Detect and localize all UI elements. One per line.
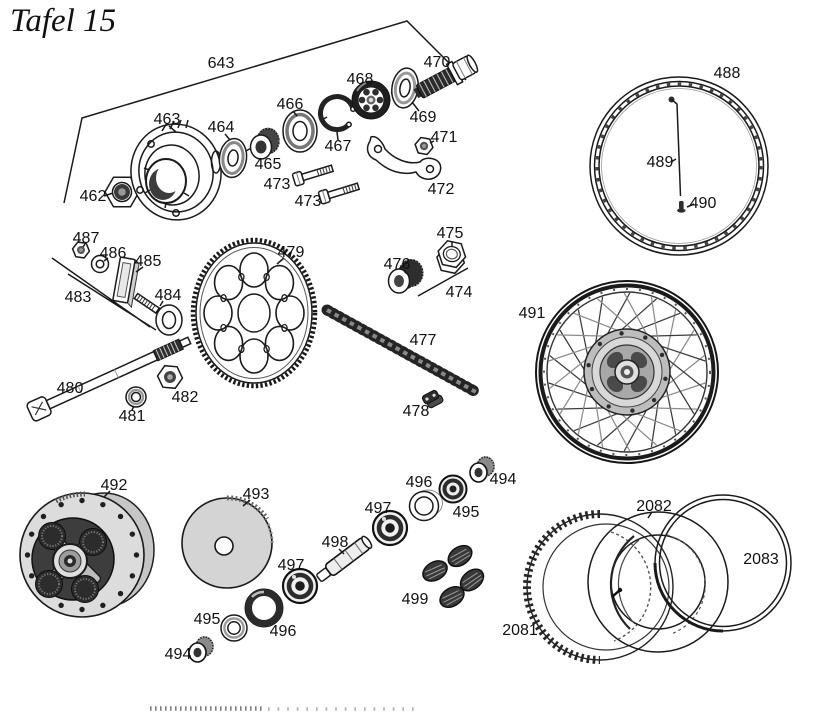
axle-bolt-470-drawing xyxy=(413,54,479,99)
callout-483: 483 xyxy=(65,289,92,306)
callout-477: 477 xyxy=(410,332,437,349)
thrust-washer-464-drawing xyxy=(218,137,248,179)
circlip-467-drawing xyxy=(318,94,357,133)
callout-488: 488 xyxy=(714,65,741,82)
callout-466: 466 xyxy=(277,96,304,113)
chain-master-link-478-drawing xyxy=(421,389,444,409)
callout-468: 468 xyxy=(347,71,374,88)
callout-492: 492 xyxy=(101,477,128,494)
callout-491: 491 xyxy=(519,305,546,322)
group-line-483 xyxy=(51,257,157,331)
callout-489: 489 xyxy=(647,154,674,171)
rear-hub-492-drawing xyxy=(19,491,155,618)
cut-off-text-fragment xyxy=(150,706,418,711)
callout-480: 480 xyxy=(57,380,84,397)
bolt-473-b-drawing xyxy=(317,179,361,205)
callout-490: 490 xyxy=(690,195,717,212)
threaded-bush-476-drawing xyxy=(387,259,424,294)
seal-ring-466-drawing xyxy=(282,109,318,153)
ring-496-upper-drawing xyxy=(408,489,443,522)
callout-494-upper: 494 xyxy=(490,471,517,488)
bush-494-lower-drawing xyxy=(188,636,214,663)
callout-470: 470 xyxy=(424,54,451,71)
callout-467: 467 xyxy=(325,138,352,155)
callout-497-lower: 497 xyxy=(278,557,305,574)
callout-475: 475 xyxy=(437,225,464,242)
adjuster-nut-487-drawing xyxy=(71,241,91,259)
axle-nut-482-drawing xyxy=(156,364,184,390)
callout-473b: 473 xyxy=(295,193,322,210)
washer-486-drawing xyxy=(90,254,110,274)
callout-472: 472 xyxy=(428,181,455,198)
assembly-bracket-line-643 xyxy=(63,20,467,204)
bearing-497-lower-drawing xyxy=(283,569,317,603)
brake-plate-493-drawing xyxy=(181,495,274,589)
bearing-bush-465-drawing xyxy=(249,127,280,160)
callout-476: 476 xyxy=(384,256,411,273)
cush-rubbers-499-drawing xyxy=(422,544,485,608)
callout-464: 464 xyxy=(208,119,235,136)
callout-2082: 2082 xyxy=(636,498,672,515)
callout-474: 474 xyxy=(446,284,473,301)
callout-478: 478 xyxy=(403,403,430,420)
callout-498: 498 xyxy=(322,534,349,551)
callout-487: 487 xyxy=(73,230,100,247)
callout-496-lower: 496 xyxy=(270,623,297,640)
callout-484: 484 xyxy=(155,287,182,304)
callout-469: 469 xyxy=(410,109,437,126)
callout-497-upper: 497 xyxy=(365,500,392,517)
callout-481: 481 xyxy=(119,408,146,425)
washer-495-lower-drawing xyxy=(220,614,248,642)
callout-493: 493 xyxy=(243,486,270,503)
rear-axle-480-drawing xyxy=(26,336,192,422)
chain-sprocket-479-drawing xyxy=(190,237,318,389)
callout-482: 482 xyxy=(172,389,199,406)
callout-465: 465 xyxy=(255,156,282,173)
nut-471-drawing xyxy=(414,136,434,156)
eye-bolt-484-drawing xyxy=(133,292,183,336)
callout-473a: 473 xyxy=(264,176,291,193)
callout-479: 479 xyxy=(278,244,305,261)
sleeve-nut-475-drawing xyxy=(436,239,467,275)
callout-2081: 2081 xyxy=(502,622,538,639)
callout-2083: 2083 xyxy=(743,551,779,568)
callout-471: 471 xyxy=(431,129,458,146)
group-line-474 xyxy=(417,267,469,297)
spoked-wheel-491-drawing xyxy=(535,280,719,464)
callout-486: 486 xyxy=(100,245,127,262)
plate-title: Tafel 15 xyxy=(10,3,116,39)
hub-nut-462-drawing xyxy=(104,176,140,208)
leader-ticks xyxy=(82,101,695,555)
drive-shaft-498-drawing xyxy=(316,535,373,582)
callout-463: 463 xyxy=(154,111,181,128)
brake-anchor-472-drawing xyxy=(366,135,442,180)
washer-481-drawing xyxy=(125,386,147,408)
bearing-495-upper-drawing xyxy=(438,474,468,504)
bolt-473-a-drawing xyxy=(291,161,335,187)
wheel-rim-488-drawing xyxy=(589,76,769,256)
washer-469-drawing xyxy=(391,67,419,109)
drive-chain-477-drawing xyxy=(321,304,482,398)
callout-485: 485 xyxy=(135,253,162,270)
callout-499: 499 xyxy=(402,591,429,608)
rim-band-2083-drawing xyxy=(653,494,792,633)
callout-643: 643 xyxy=(208,55,235,72)
callout-495-lower: 495 xyxy=(194,611,221,628)
callout-462: 462 xyxy=(80,188,107,205)
spoke-489-drawing xyxy=(668,96,682,197)
inner-tube-2082-drawing xyxy=(587,511,729,653)
ball-bearing-468-drawing xyxy=(351,80,391,120)
ring-496-lower-drawing xyxy=(244,588,284,628)
callout-496-upper: 496 xyxy=(406,474,433,491)
callout-495-upper: 495 xyxy=(453,504,480,521)
callout-494-lower: 494 xyxy=(165,646,192,663)
spoke-nipple-490-drawing xyxy=(677,201,686,213)
